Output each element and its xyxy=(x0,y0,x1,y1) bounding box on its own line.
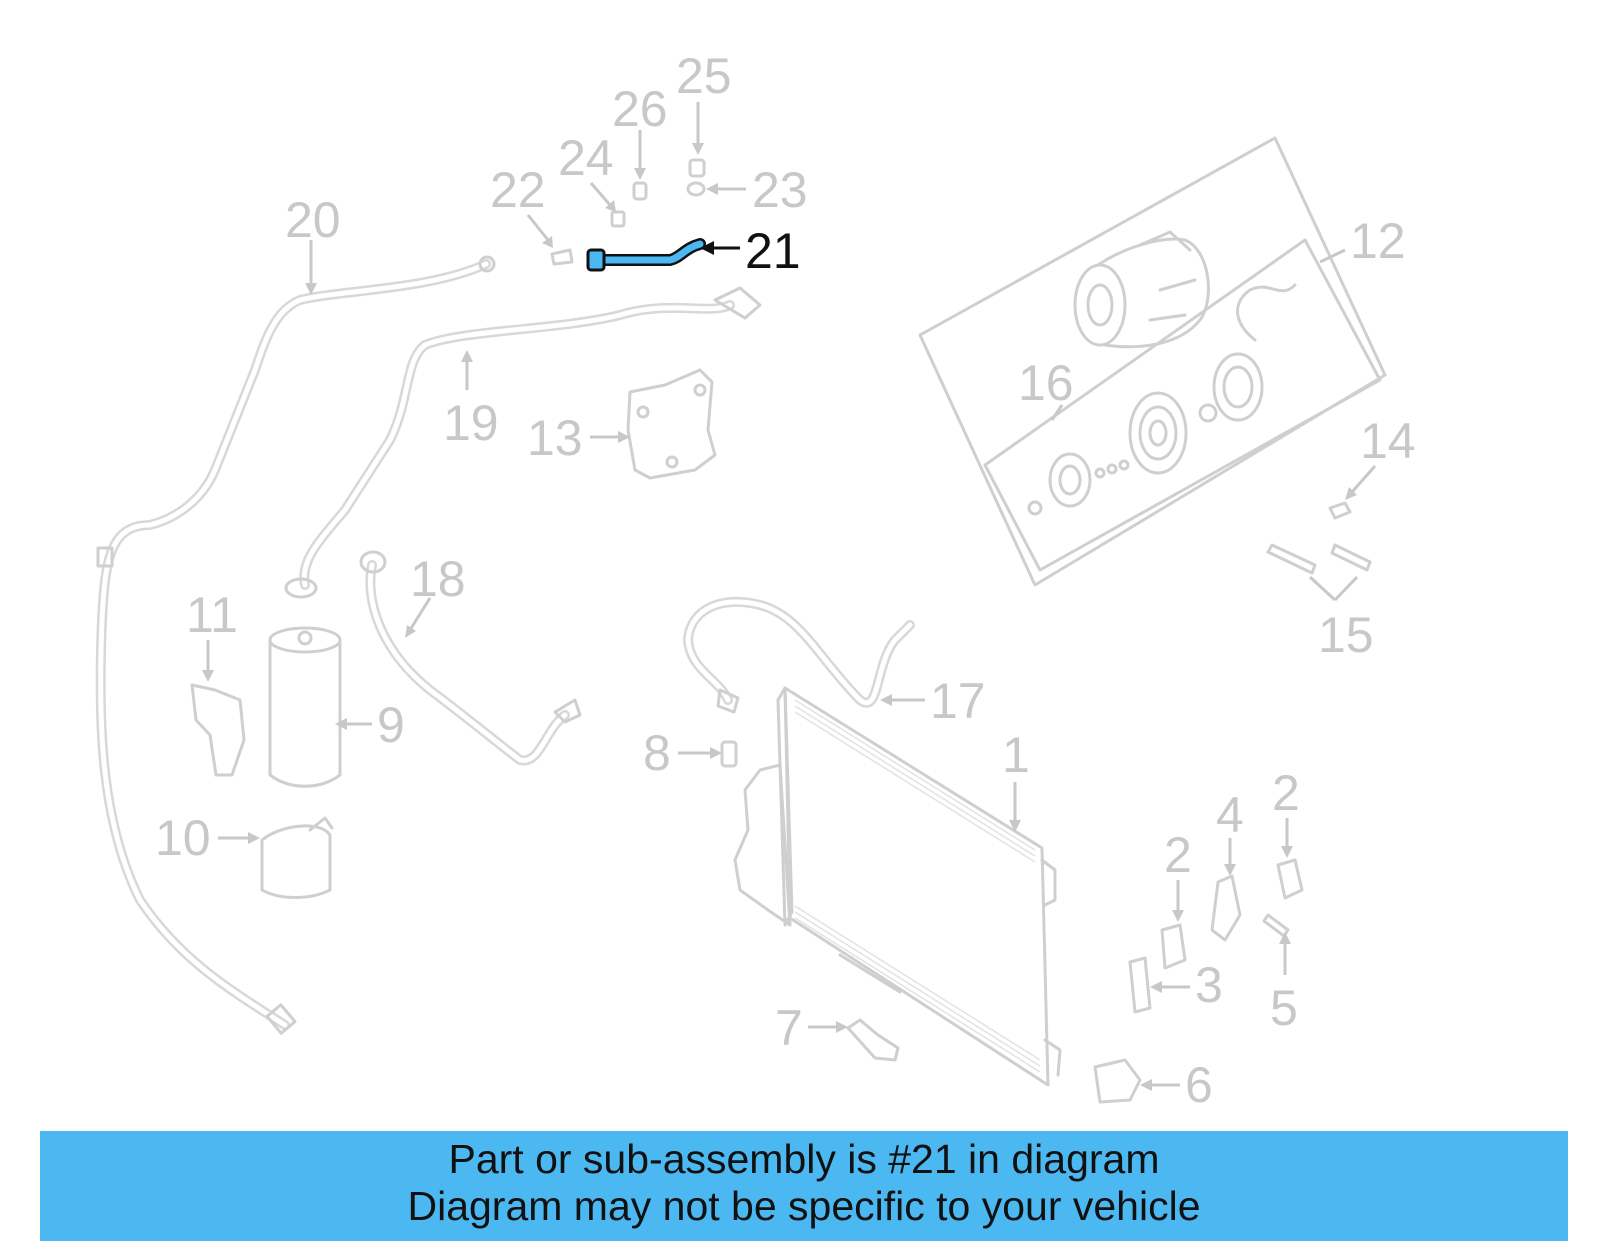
part-20-hose xyxy=(95,255,496,1035)
callout-labels: 1 2 2 3 4 5 6 7 8 9 10 11 12 13 14 15 16… xyxy=(155,48,1416,1113)
small-fasteners xyxy=(550,158,706,266)
part-12-compressor-kit xyxy=(918,136,1387,587)
callout-1: 1 xyxy=(1002,727,1030,783)
callout-22: 22 xyxy=(490,162,546,218)
callout-18: 18 xyxy=(410,551,466,607)
part-8-valve xyxy=(720,740,738,768)
callout-23: 23 xyxy=(752,162,808,218)
callout-15: 15 xyxy=(1318,607,1374,663)
part-17-hose xyxy=(683,596,915,714)
callout-14: 14 xyxy=(1360,413,1416,469)
callout-19: 19 xyxy=(443,395,499,451)
part-10-bracket xyxy=(260,816,334,899)
callout-4: 4 xyxy=(1216,787,1244,843)
part-13-bracket xyxy=(626,368,717,480)
callout-3: 3 xyxy=(1195,957,1223,1013)
callout-10: 10 xyxy=(155,810,211,866)
part-9-receiver-drier xyxy=(268,626,342,788)
callout-7: 7 xyxy=(775,1000,803,1056)
banner-line-2: Diagram may not be specific to your vehi… xyxy=(407,1183,1201,1229)
callout-24: 24 xyxy=(558,130,614,186)
banner-line-1: Part or sub-assembly is #21 in diagram xyxy=(448,1136,1160,1182)
callout-25: 25 xyxy=(676,48,732,104)
part-21-hose xyxy=(586,238,706,272)
info-banner: Part or sub-assembly is #21 in diagram D… xyxy=(40,1131,1568,1241)
part-1-condenser xyxy=(733,686,1062,1087)
callout-20: 20 xyxy=(285,192,341,248)
callout-2-right: 2 xyxy=(1272,765,1300,821)
part-19-hose xyxy=(284,286,762,599)
callout-17: 17 xyxy=(930,673,986,729)
callout-8: 8 xyxy=(643,725,671,781)
callout-12: 12 xyxy=(1350,213,1406,269)
part-11-bracket xyxy=(190,683,246,777)
part-7-bracket xyxy=(846,1018,900,1062)
callout-arrows xyxy=(202,102,1377,1091)
callout-2-left: 2 xyxy=(1164,827,1192,883)
parts-2-6-mounts xyxy=(1093,858,1304,1104)
callout-6: 6 xyxy=(1185,1057,1213,1113)
callout-9: 9 xyxy=(377,697,405,753)
callout-5: 5 xyxy=(1270,980,1298,1036)
part-18-hose xyxy=(359,550,582,766)
callout-21: 21 xyxy=(745,223,801,279)
callout-11: 11 xyxy=(186,587,238,643)
callout-13: 13 xyxy=(527,410,583,466)
callout-16: 16 xyxy=(1018,355,1074,411)
callout-26: 26 xyxy=(612,81,668,137)
part-14-15-bolts xyxy=(1266,501,1372,575)
